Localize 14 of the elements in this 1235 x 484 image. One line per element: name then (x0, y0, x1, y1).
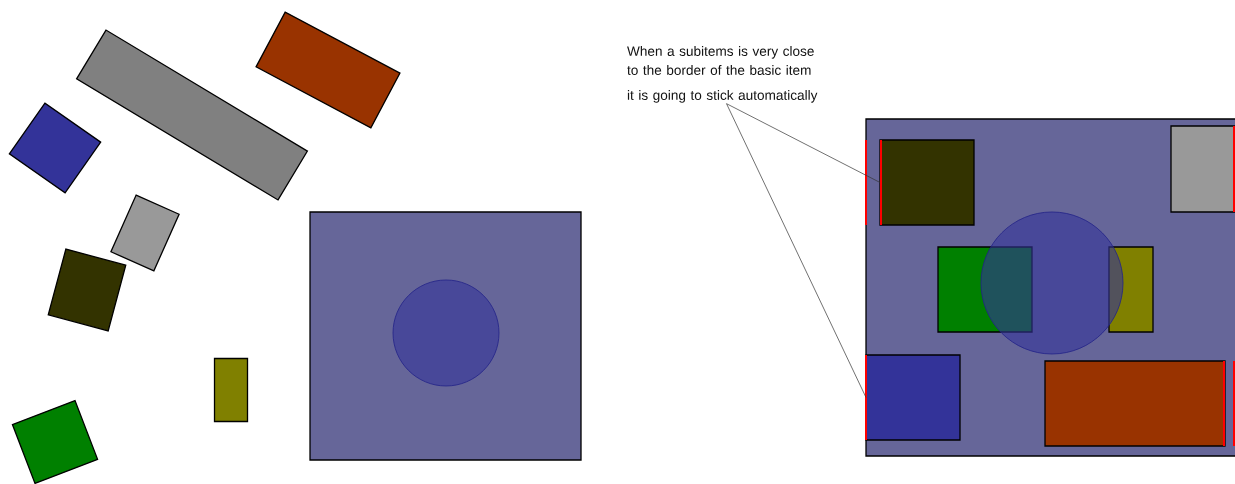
rectangle (1170, 125, 1235, 213)
rectangle (309, 211, 582, 461)
circle (392, 279, 500, 387)
rectangle (1044, 360, 1226, 447)
rectangle (1108, 246, 1154, 333)
rectangle (879, 139, 975, 226)
rotated-rectangle (11, 399, 99, 484)
rectangle (865, 354, 961, 441)
rectangle (937, 246, 1033, 333)
leader-line (726, 103, 867, 398)
leader-line (726, 103, 881, 183)
rectangle (213, 357, 249, 423)
circle (980, 211, 1124, 355)
callout-text: When a subitems is very close to the border of the basic item it is going to stick automatically (627, 46, 818, 103)
